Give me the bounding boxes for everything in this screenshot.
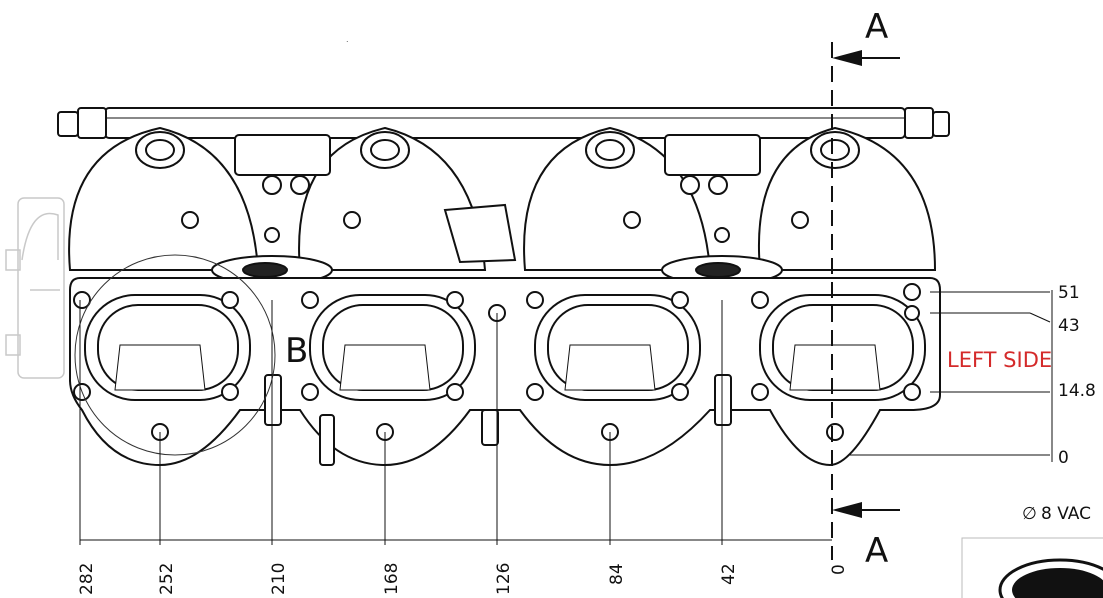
dim-126: 126 bbox=[494, 563, 514, 595]
faded-side-view bbox=[5, 197, 65, 379]
vertical-dimension-lines bbox=[850, 290, 1053, 462]
stray-mark: . bbox=[346, 35, 349, 44]
dim-0-vertical: 0 bbox=[1058, 448, 1069, 468]
dim-42: 42 bbox=[719, 563, 739, 585]
dim-43: 43 bbox=[1058, 316, 1080, 336]
fuel-rail bbox=[57, 107, 950, 139]
dim-210: 210 bbox=[269, 563, 289, 595]
left-side-label: LEFT SIDE bbox=[947, 348, 1052, 372]
section-label-bottom: A bbox=[865, 531, 888, 571]
section-line-a-a bbox=[831, 42, 900, 560]
logo-box bbox=[961, 537, 1103, 598]
detail-circle-b bbox=[74, 254, 276, 456]
dim-282: 282 bbox=[77, 563, 97, 595]
diameter-symbol: ∅ bbox=[1022, 504, 1037, 524]
dim-84: 84 bbox=[607, 563, 627, 585]
dim-252: 252 bbox=[157, 563, 177, 595]
throttle-bodies bbox=[68, 126, 937, 285]
horizontal-dimension-labels: 282 252 210 168 126 84 42 0 bbox=[77, 563, 849, 595]
dim-14-8: 14.8 bbox=[1058, 381, 1096, 401]
dim-51: 51 bbox=[1058, 283, 1080, 303]
vac-note: 8 VAC bbox=[1041, 504, 1091, 524]
dim-0-horizontal: 0 bbox=[829, 564, 849, 575]
horizontal-dimension-lines bbox=[79, 300, 832, 545]
dim-168: 168 bbox=[382, 563, 402, 595]
flange-plate bbox=[69, 277, 941, 467]
detail-label: B bbox=[285, 331, 308, 371]
section-label-top: A bbox=[865, 7, 888, 47]
